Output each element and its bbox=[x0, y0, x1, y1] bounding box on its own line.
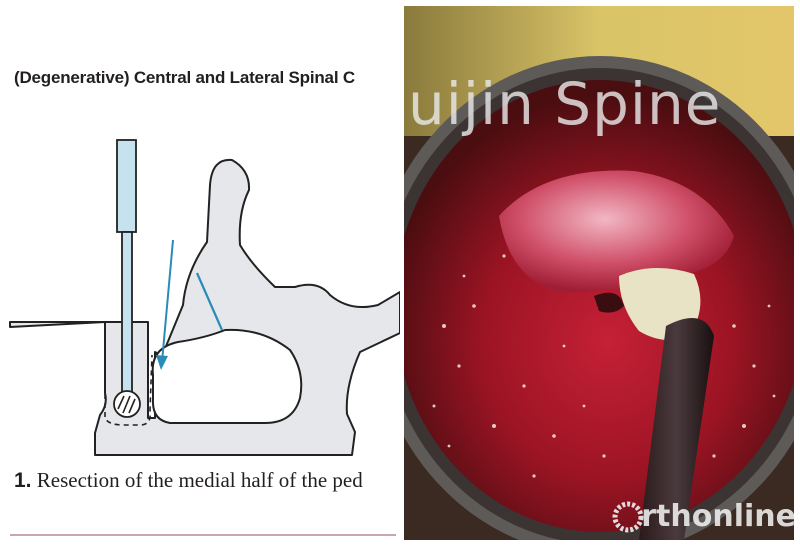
caption-number: 1. bbox=[14, 469, 32, 492]
resection-region-dashed bbox=[104, 322, 153, 426]
drill-shaft-upper bbox=[116, 139, 137, 233]
direction-arrow-shaft bbox=[161, 239, 174, 363]
logo-text: rthonline bbox=[641, 499, 794, 534]
dural-sac bbox=[151, 328, 303, 424]
caption-text: Resection of the medial half of the ped bbox=[31, 468, 363, 492]
endoscopic-image-panel: uijin Spine rthonline bbox=[404, 6, 794, 540]
drill-burr-tip bbox=[113, 390, 141, 418]
page-rule bbox=[10, 534, 396, 536]
orthonline-logo: rthonline bbox=[611, 499, 794, 534]
dura bbox=[499, 170, 734, 292]
direction-arrow-head bbox=[156, 355, 168, 370]
book-section-heading: (Degenerative) Central and Lateral Spina… bbox=[14, 68, 355, 87]
logo-ring-icon bbox=[612, 501, 644, 532]
figure-caption: 1. Resection of the medial half of the p… bbox=[14, 468, 398, 493]
resection-line bbox=[195, 272, 224, 331]
drill-shaft-lower bbox=[121, 231, 133, 396]
textbook-figure-panel: (Degenerative) Central and Lateral Spina… bbox=[9, 68, 400, 536]
surgical-instrument bbox=[639, 318, 714, 540]
endoscopic-view-photo bbox=[404, 6, 794, 540]
watermark-text: uijin Spine bbox=[408, 70, 722, 138]
light-reflections bbox=[432, 254, 776, 478]
spine-resection-diagram bbox=[9, 139, 400, 456]
vertebra-outline bbox=[9, 158, 400, 456]
